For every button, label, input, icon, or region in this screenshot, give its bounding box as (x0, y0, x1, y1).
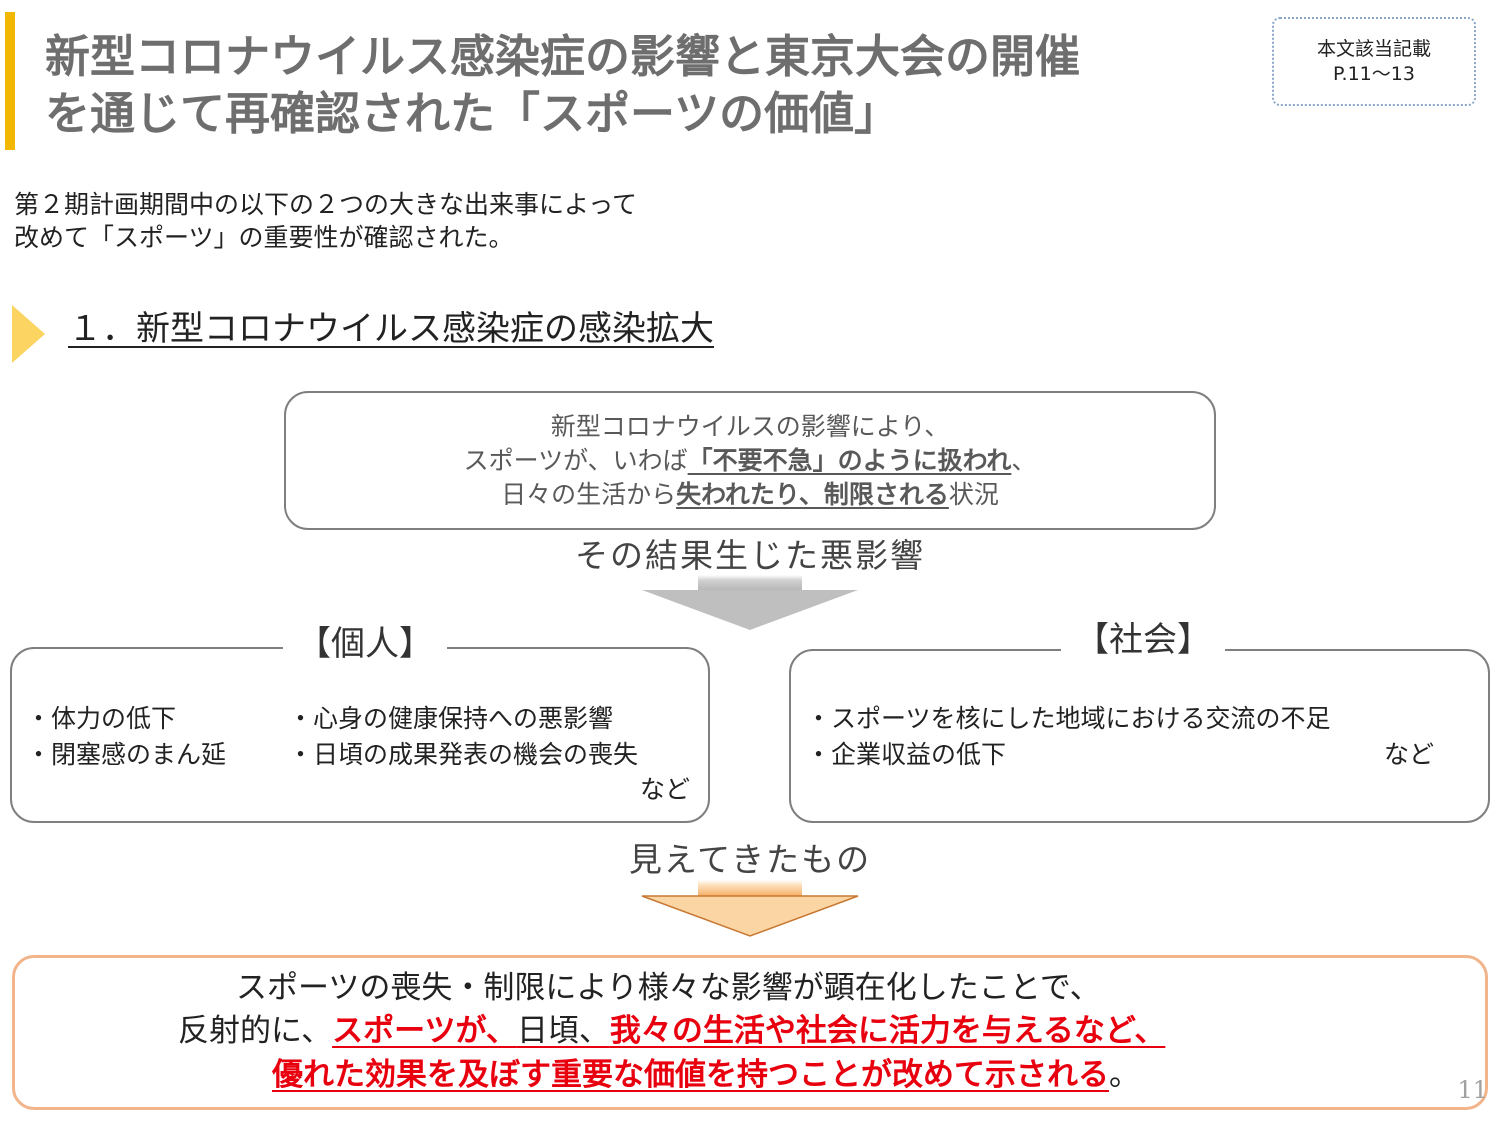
page-reference-label: 本文該当記載 (1316, 37, 1431, 60)
page-number: 11 (1457, 1076, 1488, 1104)
situation-line-3: 日々の生活から失われたり、制限される状況 (501, 478, 999, 512)
slide-title-line-2: を通じて再確認された「スポーツの価値」 (45, 87, 900, 140)
society-label: 【社会】 (1061, 620, 1225, 660)
individual-impacts-box (10, 647, 710, 823)
individual-etc: など (640, 775, 691, 804)
situation-emphasis-1: 「不要不急」のように扱われ (687, 445, 1012, 475)
situation-line-3-suffix: 状況 (948, 479, 999, 509)
conclusion-line-2-mid: 日頃、 (516, 1013, 610, 1049)
individual-item-3: ・心身の健康保持への悪影響 (288, 704, 614, 733)
conclusion-line-2: 反射的に、スポーツが、日頃、我々の生活や社会に活力を与えるなど、 (178, 1011, 1165, 1051)
page-reference-pages: P.11～13 (1333, 62, 1415, 85)
individual-item-1: ・体力の低下 (26, 704, 177, 733)
page-reference-box: 本文該当記載 P.11～13 (1272, 17, 1476, 106)
slide-title-line-1: 新型コロナウイルス感染症の影響と東京大会の開催 (45, 30, 1081, 83)
society-item-2: ・企業収益の低下 (806, 740, 1007, 769)
society-label-line-left (815, 649, 1045, 651)
section-heading: １．新型コロナウイルス感染症の感染拡大 (68, 309, 714, 349)
intro-line-2: 改めて「スポーツ」の重要性が確認された。 (14, 223, 514, 252)
individual-label: 【個人】 (283, 624, 447, 664)
individual-item-2: ・閉塞感のまん延 (26, 740, 227, 769)
down-arrow-gray-icon (642, 575, 858, 630)
conclusion-line-1: スポーツの喪失・制限により様々な影響が顕在化したことで、 (236, 970, 1101, 1006)
individual-label-line-right (452, 647, 686, 649)
conclusion-line-3: 優れた効果を及ぼす重要な価値を持つことが改めて示される。 (272, 1055, 1140, 1095)
situation-line-1: 新型コロナウイルスの影響により、 (550, 411, 950, 441)
down-arrow-orange-icon (641, 880, 859, 937)
situation-line-3-prefix: 日々の生活から (501, 479, 677, 509)
arrow-1-caption: その結果生じた悪影響 (575, 536, 925, 575)
individual-label-line-left (36, 647, 270, 649)
arrow-2-caption: 見えてきたもの (628, 840, 872, 879)
society-impacts-box (789, 649, 1490, 823)
conclusion-box (12, 955, 1488, 1110)
intro-text: 第２期計画期間中の以下の２つの大きな出来事によって 改めて「スポーツ」の重要性が… (14, 188, 637, 254)
section-triangle-icon (12, 305, 45, 363)
situation-emphasis-2: 失われたり、制限される (676, 479, 949, 509)
situation-line-2-prefix: スポーツが、いわば (463, 445, 688, 475)
situation-line-2-suffix: 、 (1011, 445, 1037, 475)
conclusion-emphasis-1: スポーツが、 (332, 1013, 517, 1049)
society-etc: など (1384, 740, 1435, 769)
situation-line-2: スポーツが、いわば「不要不急」のように扱われ、 (464, 444, 1037, 478)
conclusion-line-3-suffix: 。 (1109, 1057, 1140, 1093)
individual-item-4: ・日頃の成果発表の機会の喪失 (288, 740, 639, 769)
title-accent-bar (5, 12, 15, 150)
society-label-line-right (1230, 649, 1464, 651)
conclusion-emphasis-2: 我々の生活や社会に活力を与えるなど、 (609, 1013, 1166, 1049)
conclusion-line-2-prefix: 反射的に、 (178, 1013, 333, 1049)
conclusion-emphasis-3: 優れた効果を及ぼす重要な価値を持つことが改めて示される (272, 1057, 1109, 1093)
situation-box: 新型コロナウイルスの影響により、 スポーツが、いわば「不要不急」のように扱われ、… (284, 391, 1216, 530)
society-item-1: ・スポーツを核にした地域における交流の不足 (806, 704, 1331, 733)
intro-line-1: 第２期計画期間中の以下の２つの大きな出来事によって (14, 190, 638, 219)
slide-title: 新型コロナウイルス感染症の影響と東京大会の開催 を通じて再確認された「スポーツの… (45, 28, 1225, 142)
